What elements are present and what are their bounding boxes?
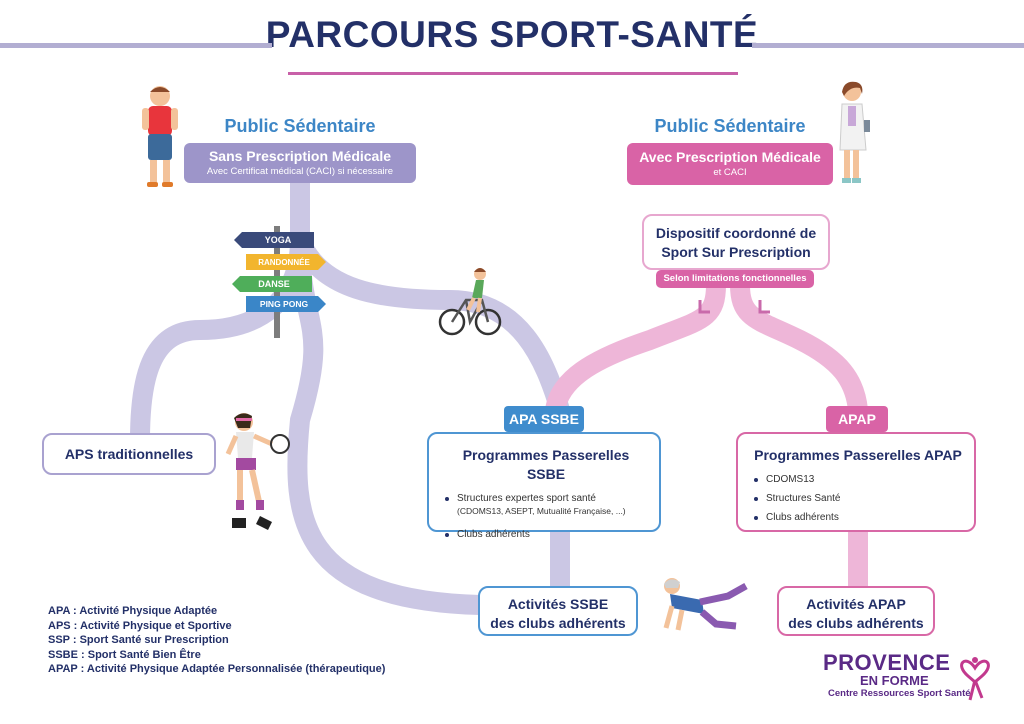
title-underline: [288, 72, 738, 75]
sign-pingpong: PING PONG: [260, 299, 309, 309]
ssbe-item-structures: Structures expertes sport santé (CDOMS13…: [443, 492, 649, 518]
right-public-label: Public Sédentaire: [654, 116, 806, 136]
page-title: PARCOURS SPORT-SANTÉ: [265, 14, 759, 55]
ssbe-activities-line1: Activités SSBE: [507, 596, 609, 612]
apap-tag: APAP: [826, 406, 888, 432]
tennis-player-icon: [225, 413, 290, 530]
aps-traditionnelles-box: APS traditionnelles: [42, 433, 216, 475]
logo-line3: Centre Ressources Sport Santé: [828, 688, 971, 699]
sign-randonnee: RANDONNÉE: [258, 258, 310, 267]
dispositif-line2: Sport Sur Prescription: [661, 244, 811, 260]
left-public-label: Public Sédentaire: [224, 116, 376, 136]
logo-line1: PROVENCE: [823, 650, 951, 675]
sign-danse: DANSE: [258, 279, 290, 289]
legend-item: SSP : Sport Santé sur Prescription: [48, 634, 229, 646]
ssbe-programs-title: Programmes Passerelles SSBE: [462, 447, 630, 482]
left-header-title: Sans Prescription Médicale: [208, 148, 392, 164]
logo-line2: EN FORME: [860, 673, 929, 688]
ssbe-programs-box: Programmes Passerelles SSBE Structures e…: [427, 432, 661, 540]
ssbe-programs-list: Structures expertes sport santé (CDOMS13…: [443, 492, 649, 541]
title-rule-right: [752, 43, 1024, 48]
heart-logo-icon: [960, 657, 990, 701]
apa-ssbe-tag: APA SSBE: [504, 406, 584, 432]
apap-item: Structures Santé: [752, 492, 964, 505]
legend-item: APAP : Activité Physique Adaptée Personn…: [48, 663, 386, 675]
cyclist-icon: [438, 268, 502, 336]
selon-badge: Selon limitations fonctionnelles: [656, 270, 814, 288]
left-header-subtitle: Avec Certificat médical (CACI) si nécess…: [206, 166, 394, 177]
apap-activities-line2: des clubs adhérents: [788, 615, 924, 631]
apap-programs-title: Programmes Passerelles APAP: [754, 447, 962, 463]
man-figure-icon: [142, 86, 178, 187]
right-header-subtitle: et CACI: [713, 167, 747, 178]
right-header-box: Avec Prescription Médicale et CACI: [627, 143, 833, 185]
apap-programs-box: Programmes Passerelles APAP CDOMS13 Stru…: [736, 432, 976, 532]
legend-item: APA : Activité Physique Adaptée: [48, 605, 218, 617]
doctor-figure-icon: [839, 81, 870, 183]
ssbe-item1-line1: Structures expertes sport santé: [457, 493, 596, 504]
signpost-labels: YOGA RANDONNÉE DANSE PING PONG: [258, 235, 310, 309]
legend: APA : Activité Physique Adaptée APS : Ac…: [48, 604, 385, 677]
senior-exercise-icon: [663, 578, 748, 631]
sign-yoga: YOGA: [265, 235, 292, 245]
apap-programs-list: CDOMS13 Structures Santé Clubs adhérents: [752, 473, 964, 524]
title-rule-left: [0, 43, 272, 48]
dispositif-box: Dispositif coordonné de Sport Sur Prescr…: [642, 214, 830, 270]
ssbe-activities-line2: des clubs adhérents: [490, 615, 626, 631]
legend-item: APS : Activité Physique et Sportive: [48, 619, 232, 632]
ssbe-activities-box: Activités SSBE des clubs adhérents: [478, 586, 638, 636]
ssbe-item-clubs: Clubs adhérents: [443, 528, 649, 541]
dispositif-line1: Dispositif coordonné de: [655, 225, 817, 241]
apap-activities-line1: Activités APAP: [806, 596, 906, 612]
ssbe-item1-line2: (CDOMS13, ASEPT, Mutualité Française, ..…: [457, 506, 626, 516]
apap-item: CDOMS13: [752, 473, 964, 486]
right-header-title: Avec Prescription Médicale: [639, 149, 821, 165]
apap-activities-box: Activités APAP des clubs adhérents: [777, 586, 935, 636]
left-header-box: Sans Prescription Médicale Avec Certific…: [184, 143, 416, 183]
legend-item: SSBE : Sport Santé Bien Être: [48, 648, 201, 661]
apap-item: Clubs adhérents: [752, 511, 964, 524]
signpost-icon: [232, 226, 326, 338]
